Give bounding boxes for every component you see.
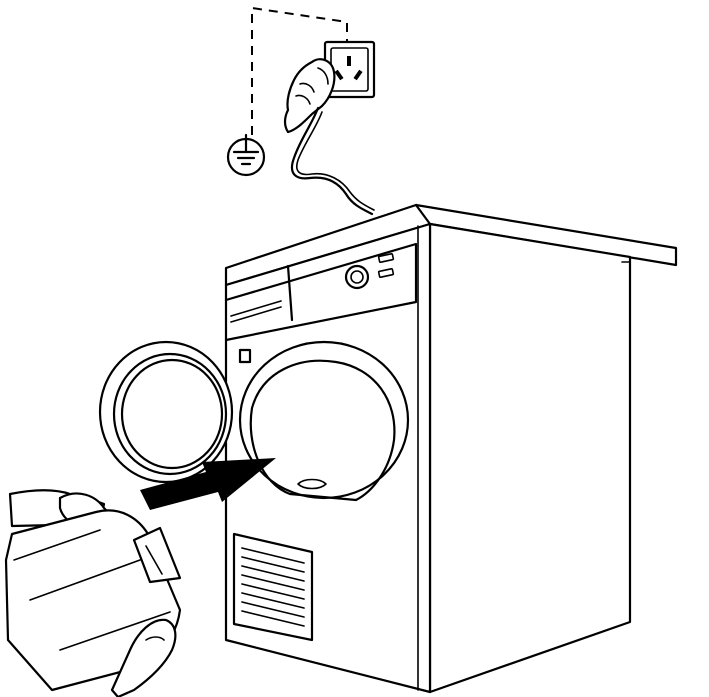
- power-cord: [290, 106, 375, 216]
- tumble-dryer: [224, 203, 678, 694]
- ventilation-grille: [232, 532, 314, 642]
- program-knob-icon: [344, 264, 370, 290]
- dryer-door-open: [98, 340, 234, 484]
- drum-opening: [238, 340, 410, 502]
- hands-loading-laundry: [4, 489, 182, 697]
- filter-indicator-icon: [238, 348, 252, 364]
- indicator-button-bottom: [377, 267, 395, 279]
- indicator-button-top: [377, 252, 395, 264]
- hand-inserting-plug: [283, 58, 336, 134]
- arrow-right-icon: [140, 458, 276, 510]
- ground-symbol-icon: [226, 133, 266, 177]
